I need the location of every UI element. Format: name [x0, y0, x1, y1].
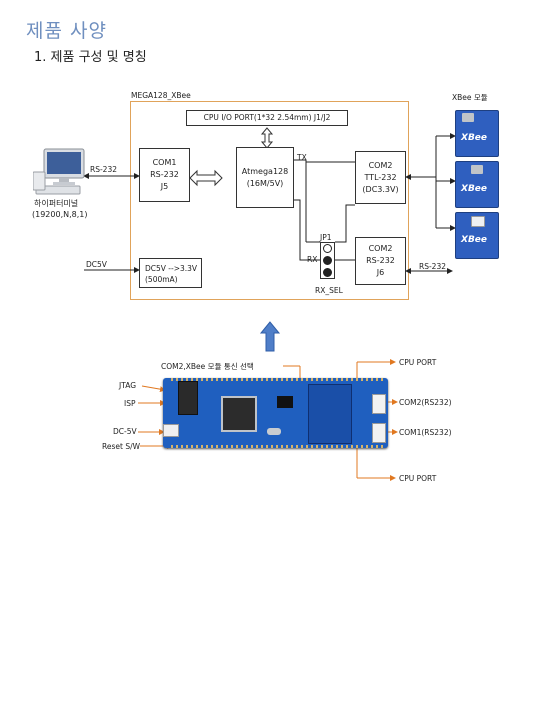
isp-label: ISP	[124, 399, 136, 408]
uart-bus-arrow	[189, 169, 223, 187]
com2-rs-type: RS-232	[366, 256, 395, 265]
cpu-port-top-label: CPU PORT	[399, 358, 437, 367]
com2-ttl-type: TTL-232	[364, 172, 397, 182]
jp1-pin-1	[323, 244, 332, 254]
xbee-module-2: XBee	[455, 161, 499, 208]
com2-select-label: COM2,XBee 모듈 통신 선택	[161, 362, 254, 371]
tx-label: TX	[297, 153, 307, 162]
com2-ttl-box: COM2 TTL-232 (DC3.3V)	[355, 151, 406, 204]
jp1-jumper	[320, 242, 335, 279]
jp1-photo	[277, 396, 293, 408]
crystal	[267, 428, 281, 435]
dc-converter-current: (500mA)	[145, 275, 178, 285]
header-block	[178, 381, 198, 415]
mcu-chip	[221, 396, 257, 432]
jtag-label: JTAG	[119, 381, 137, 390]
cpu-io-port-label: CPU I/O PORT(1*32 2.54mm) J1/J2	[203, 113, 331, 123]
xbee-module-3: XBee	[455, 212, 499, 259]
board-frame	[130, 101, 409, 300]
dc5v-photo-label: DC-5V	[113, 427, 137, 436]
xbee-module-label: XBee 모듈	[452, 93, 488, 102]
reset-label: Reset S/W	[102, 442, 141, 451]
com2-ttl-name: COM2	[368, 160, 393, 170]
cpu-port-top-pins	[171, 378, 383, 381]
dc-converter-text: DC5V -->3.3V	[145, 264, 198, 273]
big-up-arrow	[259, 321, 281, 352]
rs232-left-label: RS-232	[90, 165, 117, 174]
xbee-socket	[308, 384, 352, 444]
jp1-pin-3	[323, 267, 332, 277]
com1-connector: J5	[160, 182, 169, 191]
atmega-name: Atmega128	[241, 166, 289, 176]
terminal-label: 하이퍼터미널	[34, 199, 79, 208]
jp1-pin-2	[323, 255, 332, 265]
rx-sel-label: RX_SEL	[315, 286, 343, 295]
jp1-label: JP1	[320, 233, 332, 242]
rx-label: RX	[307, 255, 318, 264]
xbee-logo-2: XBee	[461, 184, 488, 194]
dc5v-label: DC5V	[86, 260, 107, 269]
com2-ttl-voltage: (DC3.3V)	[362, 184, 399, 194]
com1-connector-photo	[372, 423, 386, 443]
cpu-port-bottom-pins	[171, 445, 383, 448]
board-label: MEGA128_XBee	[131, 91, 191, 100]
com2-rs-connector: J6	[376, 268, 385, 277]
terminal-settings: (19200,N,8,1)	[32, 210, 88, 219]
com1-name: COM1	[152, 158, 177, 167]
com1-rs232-label: COM1(RS232)	[399, 428, 452, 437]
xbee-antenna-3	[471, 216, 485, 227]
dc-converter-box: DC5V -->3.3V (500mA)	[139, 258, 202, 288]
cpu-port-bottom-label: CPU PORT	[399, 474, 437, 483]
atmega-box: Atmega128 (16M/5V)	[236, 147, 294, 208]
dc-jack	[163, 424, 179, 437]
com2-connector-photo	[372, 394, 386, 414]
xbee-logo-3: XBee	[461, 235, 488, 245]
com1-box: COM1 RS-232 J5	[139, 148, 190, 202]
rs232-right-label: RS-232	[419, 262, 446, 271]
section-subtitle: 1. 제품 구성 및 명칭	[34, 50, 147, 65]
xbee-module-1: XBee	[455, 110, 499, 157]
xbee-antenna-2	[471, 165, 483, 174]
xbee-logo-1: XBee	[461, 133, 488, 143]
com2-rs-box: COM2 RS-232 J6	[355, 237, 406, 285]
pcb-board	[163, 378, 388, 448]
io-bus-arrow	[260, 127, 274, 149]
xbee-antenna-1	[462, 113, 474, 122]
atmega-spec: (16M/5V)	[246, 178, 284, 188]
com1-type: RS-232	[150, 170, 179, 179]
computer-icon	[33, 148, 89, 196]
page-title: 제품 사양	[26, 20, 107, 42]
com2-rs-name: COM2	[368, 244, 393, 253]
com2-rs232-label: COM2(RS232)	[399, 398, 452, 407]
cpu-io-port-box: CPU I/O PORT(1*32 2.54mm) J1/J2	[186, 110, 348, 126]
